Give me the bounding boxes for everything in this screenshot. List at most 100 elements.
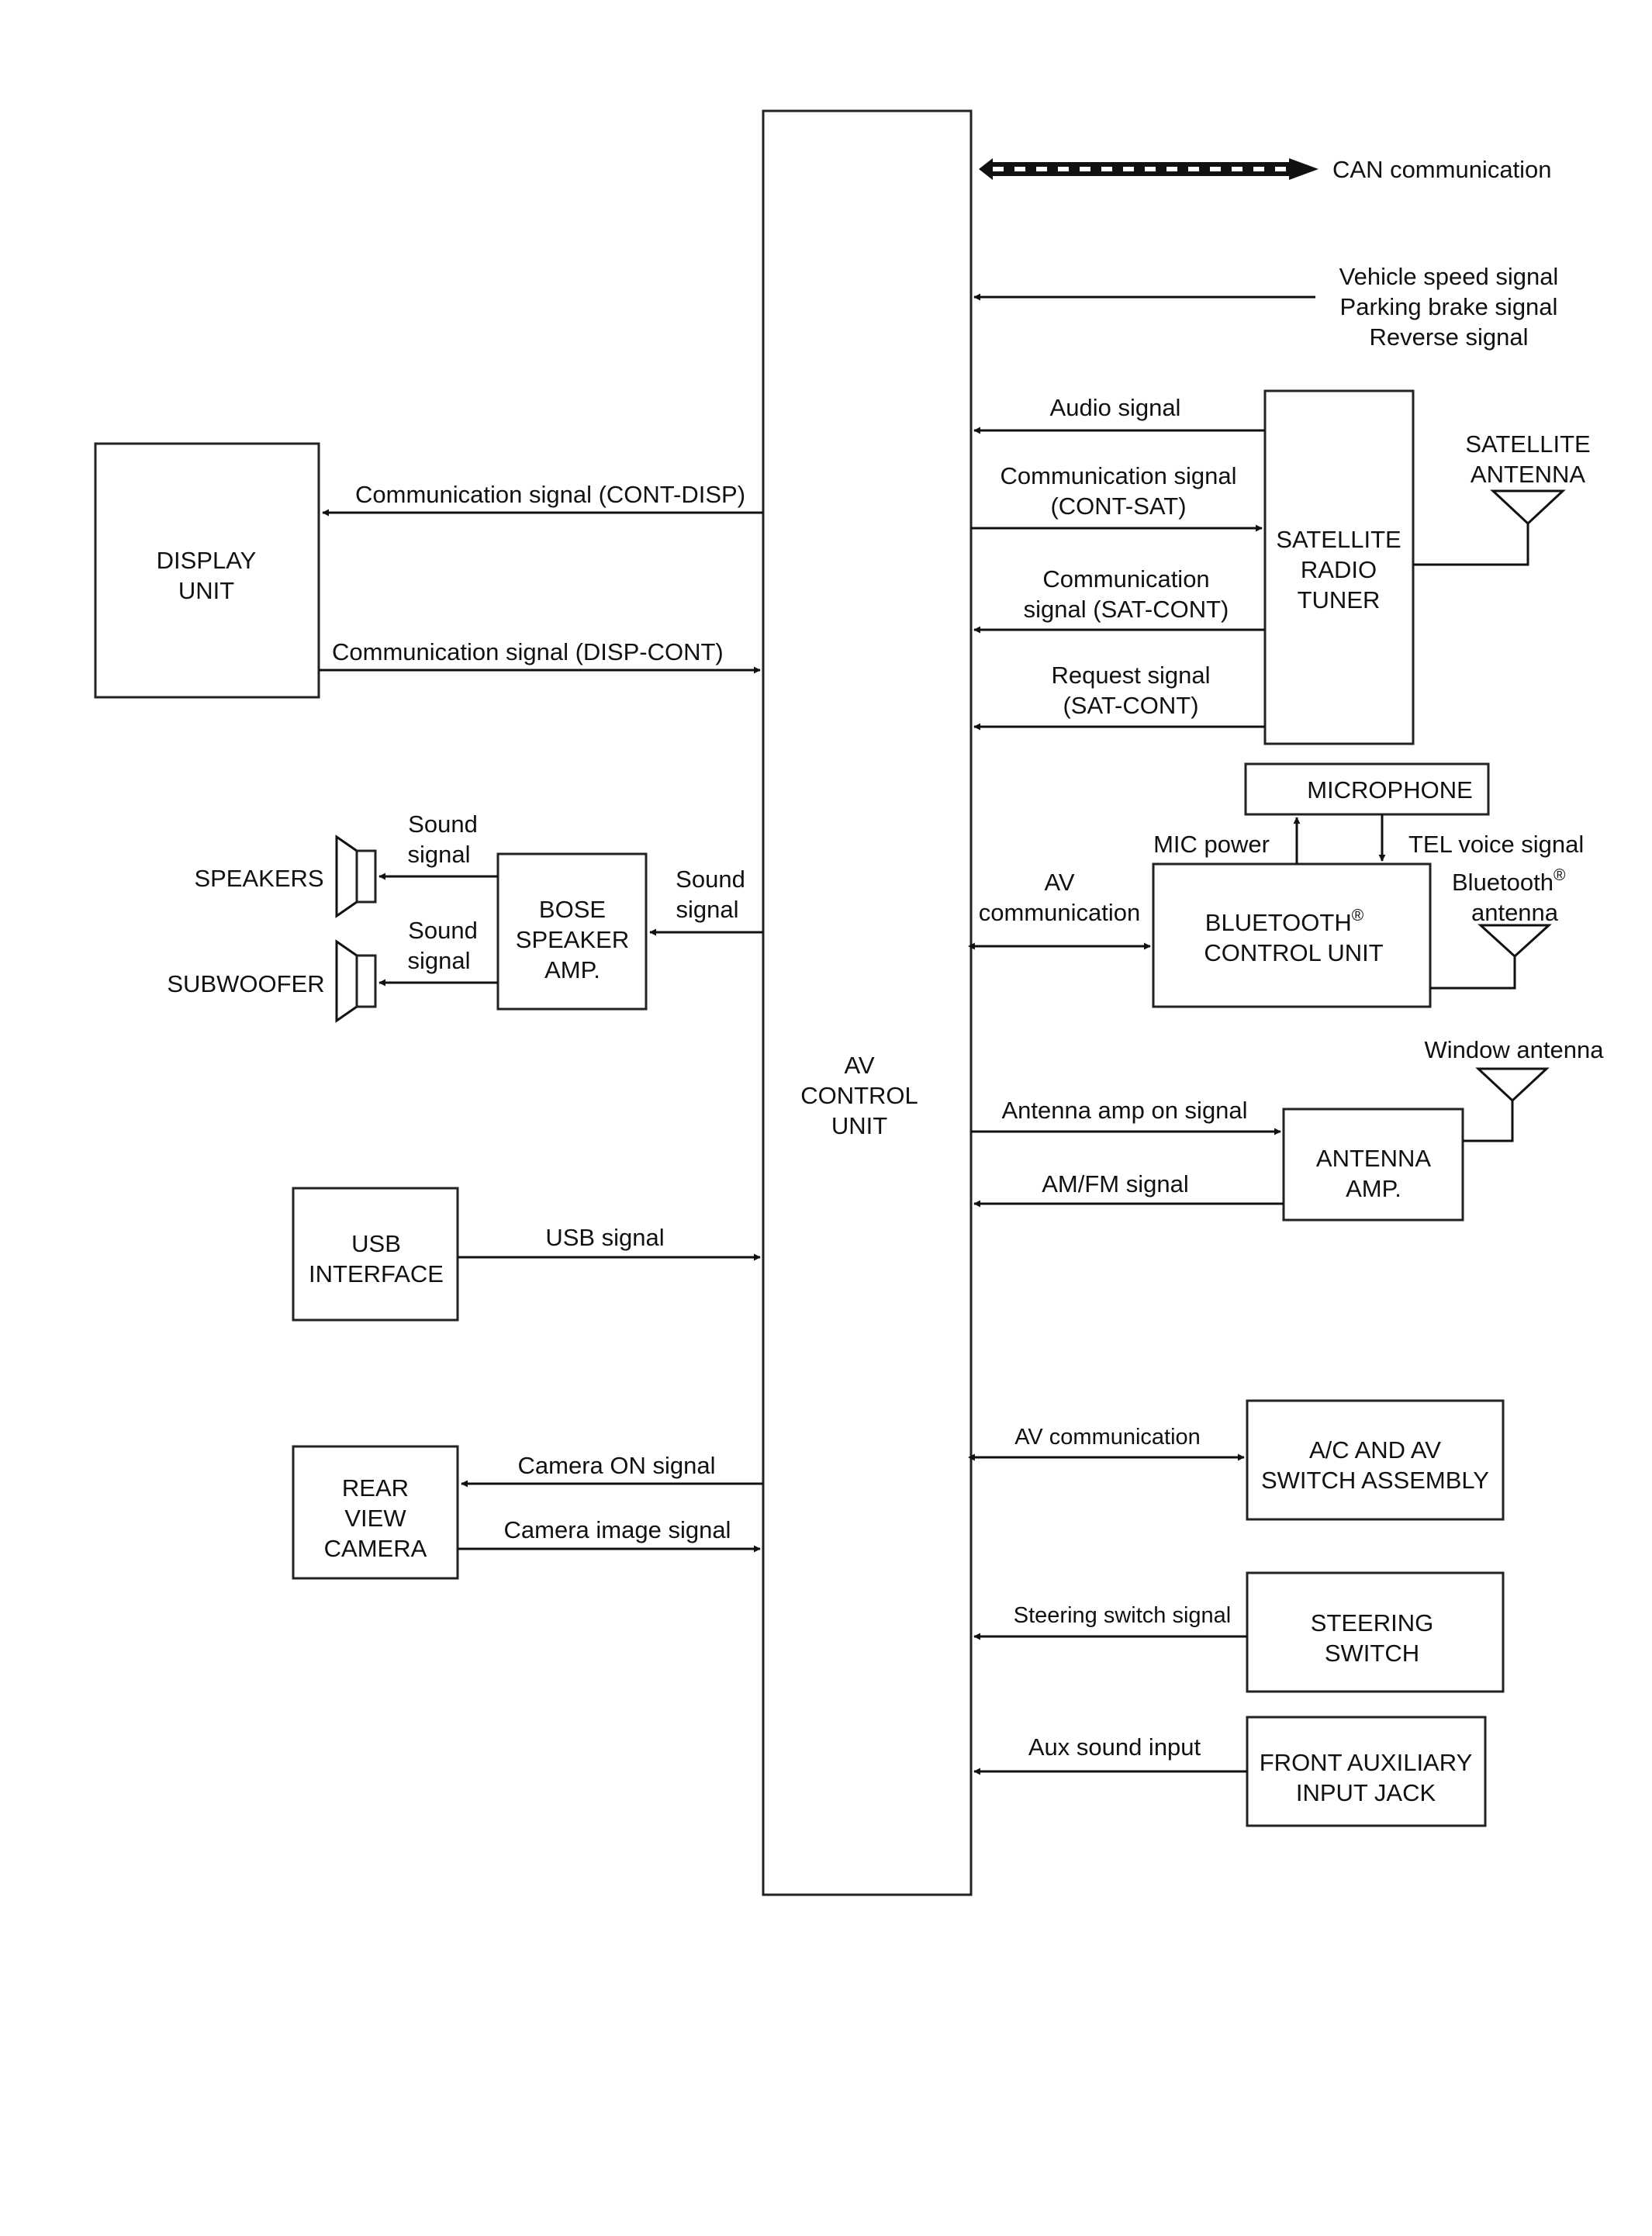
display-unit: DISPLAY UNIT — [94, 442, 320, 699]
av-comm-switch-line: AV communication — [967, 1425, 1245, 1461]
vehicle-speed-label: Vehicle speed signal — [1339, 263, 1559, 290]
comm-cont-disp-label: Communication signal (CONT-DISP) — [355, 481, 745, 508]
camera-label-2: VIEW — [344, 1505, 406, 1532]
am-fm-label: AM/FM signal — [1042, 1170, 1188, 1197]
bluetooth-antenna-label-2: antenna — [1471, 899, 1559, 926]
usb-interface-label-1: USB — [351, 1230, 401, 1257]
steering-switch-label-2: SWITCH — [1325, 1640, 1419, 1667]
comm-sat-cont-label-1: Communication — [1042, 565, 1209, 593]
request-sat-cont-label-2: (SAT-CONT) — [1063, 692, 1198, 719]
aux-jack-label-2: INPUT JACK — [1296, 1779, 1436, 1806]
antenna-amp: ANTENNA AMP. — [1282, 1108, 1464, 1222]
camera-label-1: REAR — [342, 1474, 409, 1502]
av-comm-bt-line: AV communication — [967, 869, 1151, 950]
sound-to-speakers-label-1: Sound — [408, 810, 478, 838]
antenna-amp-label-2: AMP. — [1346, 1175, 1401, 1202]
aux-sound-line: Aux sound input — [973, 1733, 1247, 1775]
aux-jack-label-1: FRONT AUXILIARY — [1260, 1749, 1473, 1776]
sound-to-speakers-line: Sound signal — [378, 810, 498, 880]
tel-voice-line: TEL voice signal — [1378, 814, 1584, 862]
request-sat-cont-line: Request signal (SAT-CONT) — [973, 662, 1265, 731]
subwoofer: SUBWOOFER — [167, 939, 377, 1023]
camera-image-label: Camera image signal — [504, 1516, 731, 1543]
display-unit-label-1: DISPLAY — [157, 547, 257, 574]
can-communication-label: CAN communication — [1332, 156, 1552, 183]
window-antenna: Window antenna — [1425, 1036, 1604, 1142]
av-comm-switch-label: AV communication — [1014, 1425, 1201, 1450]
bt-unit-label-1: BLUETOOTH® — [1205, 907, 1364, 936]
bluetooth-control-unit: BLUETOOTH® CONTROL UNIT — [1152, 862, 1432, 1008]
request-sat-cont-label-1: Request signal — [1051, 662, 1210, 689]
antenna-amp-on-line: Antenna amp on signal — [971, 1097, 1281, 1135]
microphone-label: MICROPHONE — [1307, 776, 1473, 804]
microphone: MICROPHONE — [1244, 762, 1490, 816]
av-control-unit-label-2: CONTROL — [800, 1082, 918, 1109]
parking-brake-label: Parking brake signal — [1340, 293, 1558, 320]
sound-to-speakers-label-2: signal — [408, 841, 471, 868]
av-control-unit-label-1: AV — [844, 1052, 874, 1079]
sound-to-subwoofer-line: Sound signal — [378, 917, 498, 987]
mic-power-label: MIC power — [1153, 831, 1270, 858]
usb-interface: USB INTERFACE — [292, 1187, 459, 1322]
rear-view-camera: REAR VIEW CAMERA — [292, 1445, 459, 1580]
ac-av-switch-label-1: A/C AND AV — [1309, 1436, 1441, 1464]
steering-signal-label: Steering switch signal — [1014, 1603, 1231, 1628]
audio-signal-line: Audio signal — [973, 394, 1265, 434]
ac-av-switch-label-2: SWITCH ASSEMBLY — [1261, 1467, 1489, 1494]
usb-signal-line: USB signal — [458, 1224, 761, 1261]
camera-on-label: Camera ON signal — [518, 1452, 716, 1479]
sound-to-subwoofer-label-2: signal — [408, 947, 471, 974]
tel-voice-label: TEL voice signal — [1408, 831, 1584, 858]
av-comm-bt-label-1: AV — [1044, 869, 1074, 896]
comm-cont-sat-line: Communication signal (CONT-SAT) — [971, 462, 1263, 532]
comm-cont-sat-label-1: Communication signal — [1001, 462, 1237, 489]
speakers-label: SPEAKERS — [194, 865, 323, 892]
usb-signal-label: USB signal — [545, 1224, 664, 1251]
comm-cont-disp-line: Communication signal (CONT-DISP) — [322, 481, 763, 517]
steering-signal-line: Steering switch signal — [973, 1603, 1247, 1640]
bluetooth-antenna-label-1: Bluetooth® — [1452, 866, 1566, 896]
bose-amp-label-2: SPEAKER — [516, 926, 629, 953]
camera-label-3: CAMERA — [324, 1535, 427, 1562]
camera-on-line: Camera ON signal — [461, 1452, 763, 1488]
sat-tuner-label-3: TUNER — [1298, 586, 1381, 613]
comm-cont-sat-label-2: (CONT-SAT) — [1050, 492, 1186, 520]
steering-switch-label-1: STEERING — [1311, 1609, 1433, 1636]
av-comm-bt-label-2: communication — [979, 899, 1140, 926]
ac-av-switch-assembly: A/C AND AV SWITCH ASSEMBLY — [1246, 1399, 1505, 1521]
comm-sat-cont-label-2: signal (SAT-CONT) — [1024, 596, 1229, 623]
display-unit-label-2: UNIT — [178, 577, 234, 604]
bt-unit-label-2: CONTROL UNIT — [1204, 939, 1383, 966]
av-control-unit: AV CONTROL UNIT — [762, 109, 973, 1896]
front-aux-input-jack: FRONT AUXILIARY INPUT JACK — [1246, 1716, 1487, 1827]
comm-disp-cont-line: Communication signal (DISP-CONT) — [319, 638, 761, 674]
camera-image-line: Camera image signal — [458, 1516, 761, 1553]
sound-to-amp-label-2: signal — [676, 896, 739, 923]
mic-power-line: MIC power — [1153, 817, 1301, 864]
bluetooth-antenna: Bluetooth® antenna — [1430, 866, 1566, 990]
antenna-amp-label-1: ANTENNA — [1316, 1145, 1431, 1172]
can-communication-line: CAN communication — [979, 156, 1552, 183]
audio-signal-label: Audio signal — [1050, 394, 1181, 421]
vehicle-signals-line: Vehicle speed signal Parking brake signa… — [973, 263, 1559, 351]
sound-to-amp-line: Sound signal — [649, 866, 763, 936]
sound-to-subwoofer-label-1: Sound — [408, 917, 478, 944]
steering-switch: STEERING SWITCH — [1246, 1571, 1505, 1693]
satellite-radio-tuner: SATELLITE RADIO TUNER — [1263, 389, 1415, 745]
reverse-signal-label: Reverse signal — [1369, 323, 1528, 351]
comm-sat-cont-line: Communication signal (SAT-CONT) — [973, 565, 1265, 634]
bose-speaker-amp: BOSE SPEAKER AMP. — [496, 852, 648, 1011]
usb-interface-label-2: INTERFACE — [309, 1260, 444, 1287]
sound-to-amp-label-1: Sound — [676, 866, 745, 893]
satellite-antenna-label-1: SATELLITE — [1465, 430, 1590, 458]
speaker: SPEAKERS — [194, 835, 377, 918]
aux-sound-label: Aux sound input — [1028, 1733, 1201, 1761]
satellite-antenna-label-2: ANTENNA — [1471, 461, 1585, 488]
bose-amp-label-1: BOSE — [539, 896, 606, 923]
antenna-amp-on-label: Antenna amp on signal — [1001, 1097, 1247, 1124]
sat-tuner-label-1: SATELLITE — [1276, 526, 1401, 553]
sat-tuner-label-2: RADIO — [1301, 556, 1377, 583]
bose-amp-label-3: AMP. — [544, 956, 600, 983]
subwoofer-label: SUBWOOFER — [167, 970, 324, 997]
